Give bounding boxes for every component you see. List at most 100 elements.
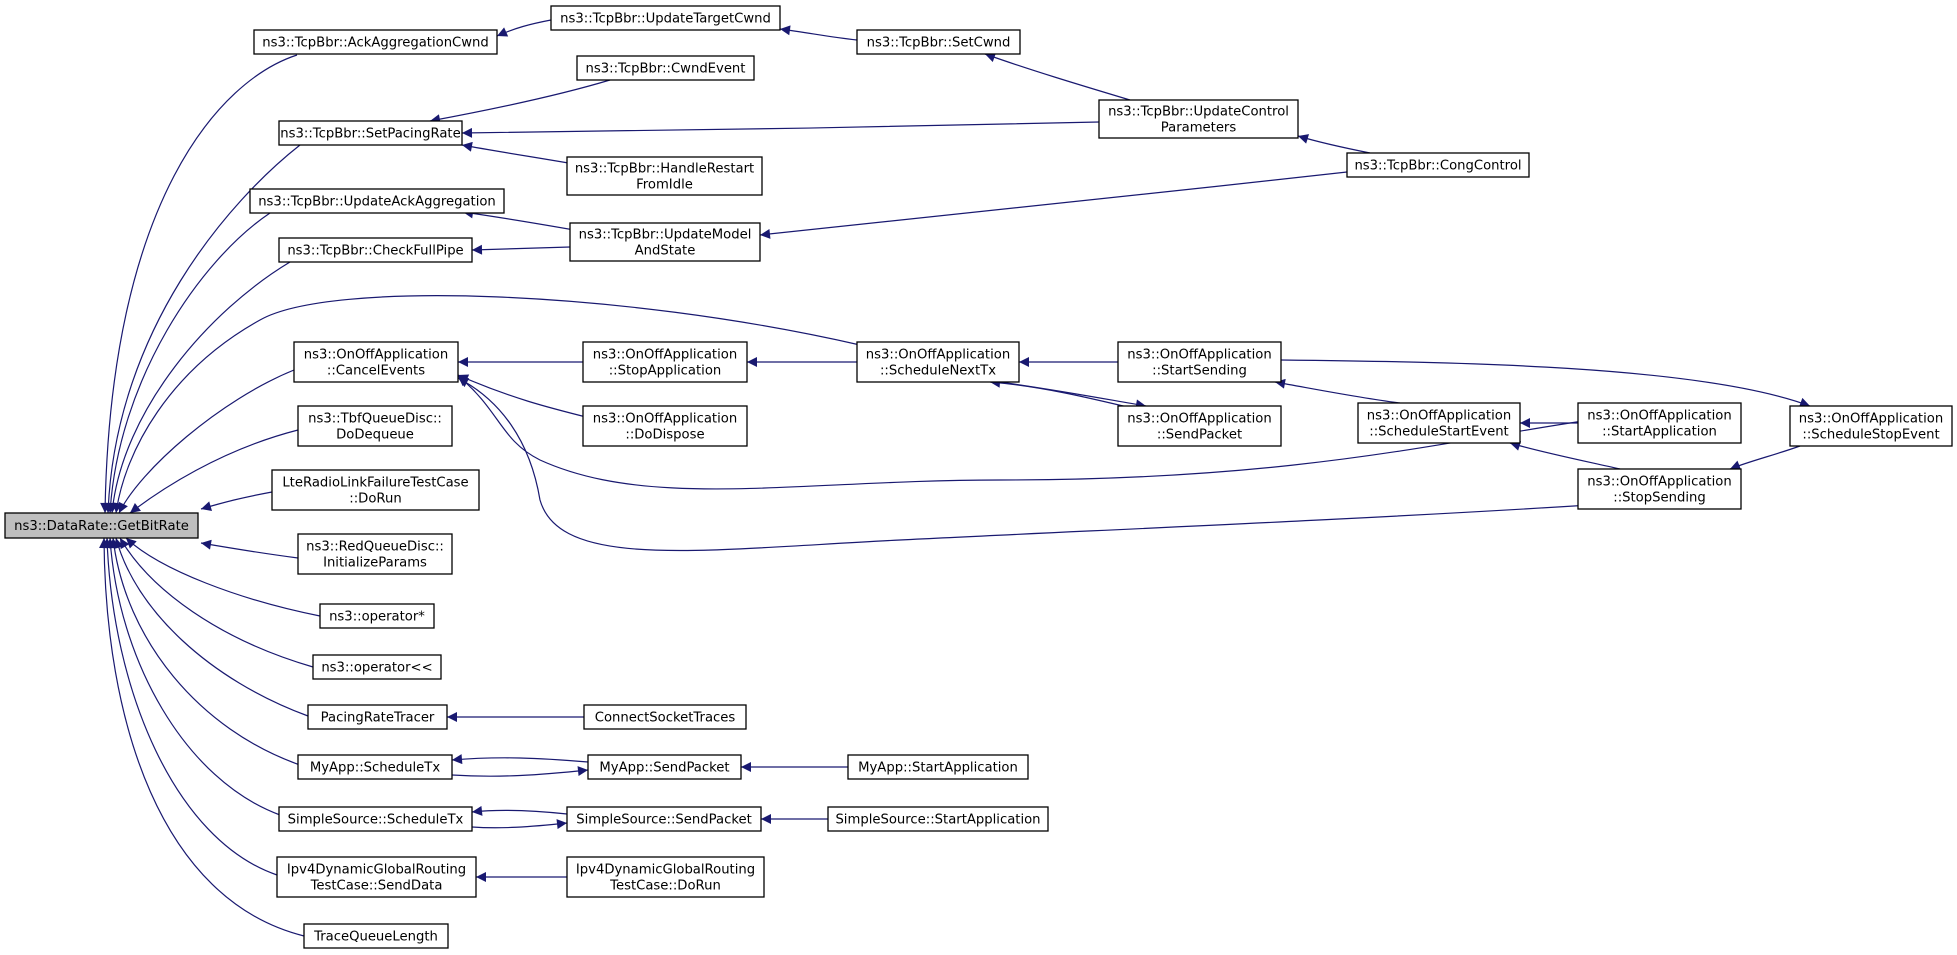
edge-updatecontrolparams-to-setpacingrate	[461, 121, 1100, 138]
node-label: ns3::OnOffApplication	[1127, 348, 1271, 363]
node-box	[1577, 468, 1742, 510]
edge-startapplication-to-canceleventss	[457, 375, 1591, 490]
edge-stopsending-to-canceleventss	[457, 377, 1591, 552]
node-label: ::StartApplication	[1602, 425, 1717, 440]
node-box	[307, 704, 448, 730]
node-canceleventss[interactable]: ns3::OnOffApplication::CancelEvents	[293, 341, 459, 383]
node-schedulenexttx[interactable]: ns3::OnOffApplication::ScheduleNextTx	[856, 341, 1020, 383]
edge-simplescheduletx-to-getbitrate	[105, 537, 281, 816]
node-label: ::DoDispose	[625, 428, 704, 443]
node-cwndevent[interactable]: ns3::TcpBbr::CwndEvent	[576, 55, 755, 81]
node-updateackagg[interactable]: ns3::TcpBbr::UpdateAckAggregation	[249, 188, 505, 214]
node-checkfullpipe[interactable]: ns3::TcpBbr::CheckFullPipe	[278, 237, 473, 263]
node-startapplication[interactable]: ns3::OnOffApplication::StartApplication	[1577, 402, 1742, 444]
node-label: MyApp::SendPacket	[599, 761, 729, 776]
node-opshift[interactable]: ns3::operator<<	[312, 654, 442, 680]
node-connectsockettraces[interactable]: ConnectSocketTraces	[583, 704, 747, 730]
node-label: LteRadioLinkFailureTestCase	[282, 476, 468, 491]
node-label: ns3::operator<<	[321, 661, 432, 676]
node-label: ns3::OnOffApplication	[593, 348, 737, 363]
node-box	[1357, 402, 1521, 444]
node-ipv4senddata[interactable]: Ipv4DynamicGlobalRoutingTestCase::SendDa…	[276, 856, 477, 898]
node-label: Ipv4DynamicGlobalRouting	[287, 863, 466, 878]
node-ackaggcwnd[interactable]: ns3::TcpBbr::AckAggregationCwnd	[253, 29, 498, 55]
edge-congcontrol-to-updatecontrolparams	[1297, 134, 1371, 154]
node-label: ::ScheduleNextTx	[880, 364, 996, 379]
node-box	[1789, 405, 1953, 447]
edge-schedulenexttx-to-getbitrate	[112, 295, 861, 514]
node-label: ns3::TcpBbr::UpdateTargetCwnd	[560, 12, 771, 27]
node-schedulestopevent[interactable]: ns3::OnOffApplication::ScheduleStopEvent	[1789, 405, 1953, 447]
node-label: ns3::RedQueueDisc::	[306, 540, 444, 555]
edge-schedulenexttx-to-sendpacket	[999, 381, 1147, 410]
node-box	[566, 806, 762, 832]
node-label: ::CancelEvents	[327, 364, 425, 379]
node-label: ns3::DataRate::GetBitRate	[14, 519, 189, 534]
edge-setcwnd-to-updatetargetcwnd	[779, 25, 858, 41]
node-setcwnd[interactable]: ns3::TcpBbr::SetCwnd	[856, 29, 1021, 55]
node-box	[582, 405, 748, 447]
node-label: ns3::TcpBbr::AckAggregationCwnd	[262, 36, 489, 51]
node-box	[278, 806, 473, 832]
node-label: Parameters	[1161, 121, 1237, 136]
node-stopsending[interactable]: ns3::OnOffApplication::StopSending	[1577, 468, 1742, 510]
node-stopapplication[interactable]: ns3::OnOffApplication::StopApplication	[582, 341, 748, 383]
node-simplesendpacket[interactable]: SimpleSource::SendPacket	[566, 806, 762, 832]
node-startsending[interactable]: ns3::OnOffApplication::StartSending	[1117, 341, 1282, 383]
node-label: SimpleSource::ScheduleTx	[288, 813, 464, 828]
node-box	[1117, 405, 1282, 447]
node-tracequeuelength[interactable]: TraceQueueLength	[303, 923, 449, 949]
node-opmul[interactable]: ns3::operator*	[319, 603, 435, 629]
edge-updatemodel-to-updateackagg	[462, 208, 581, 232]
edge-simplesendpacket-to-simplescheduletx	[471, 805, 568, 816]
node-box	[319, 603, 435, 629]
node-label: ns3::TcpBbr::SetPacingRate	[280, 127, 460, 142]
node-updatetargetcwnd[interactable]: ns3::TcpBbr::UpdateTargetCwnd	[550, 5, 781, 31]
node-redqueue[interactable]: ns3::RedQueueDisc::InitializeParams	[297, 533, 453, 575]
node-label: ::SendPacket	[1157, 428, 1242, 443]
node-simplestartapp[interactable]: SimpleSource::StartApplication	[827, 806, 1049, 832]
node-pacingratetracer[interactable]: PacingRateTracer	[307, 704, 448, 730]
node-label: ns3::OnOffApplication	[866, 348, 1010, 363]
node-myappscheduletx[interactable]: MyApp::ScheduleTx	[297, 754, 453, 780]
node-box	[587, 754, 742, 780]
node-setpacingrate[interactable]: ns3::TcpBbr::SetPacingRate	[278, 120, 463, 146]
node-label: ns3::TcpBbr::HandleRestart	[575, 162, 754, 177]
node-dodispose[interactable]: ns3::OnOffApplication::DoDispose	[582, 405, 748, 447]
node-box	[278, 237, 473, 263]
node-schedulestartevent[interactable]: ns3::OnOffApplication::ScheduleStartEven…	[1357, 402, 1521, 444]
node-box	[827, 806, 1049, 832]
node-label: ns3::TcpBbr::UpdateControl	[1108, 105, 1289, 120]
edge-schedulestopevent-to-stopsending	[1729, 445, 1801, 470]
edge-startsending-to-schedulestopevent	[1280, 359, 1811, 408]
edge-schedulestartevent-to-startsending	[1274, 378, 1401, 404]
node-myappstartapp[interactable]: MyApp::StartApplication	[847, 754, 1029, 780]
edge-myappscheduletx-to-myappsendpacket	[451, 766, 589, 777]
node-label: ns3::TcpBbr::CwndEvent	[586, 62, 746, 77]
edge-updatetargetcwnd-to-ackaggcwnd	[496, 19, 552, 37]
node-box	[303, 923, 449, 949]
edge-stopsending-to-schedulestartevent	[1509, 441, 1621, 470]
node-box	[297, 533, 453, 575]
edge-checkfullpipe-to-getbitrate	[107, 261, 291, 514]
node-lteradio[interactable]: LteRadioLinkFailureTestCase::DoRun	[271, 469, 480, 511]
node-box	[550, 5, 781, 31]
node-box	[4, 512, 199, 539]
node-box	[856, 29, 1021, 55]
node-congcontrol[interactable]: ns3::TcpBbr::CongControl	[1346, 152, 1530, 178]
node-label: ns3::operator*	[329, 610, 425, 625]
node-getbitrate[interactable]: ns3::DataRate::GetBitRate	[4, 512, 199, 539]
node-sendpacket[interactable]: ns3::OnOffApplication::SendPacket	[1117, 405, 1282, 447]
node-box	[847, 754, 1029, 780]
node-myappsendpacket[interactable]: MyApp::SendPacket	[587, 754, 742, 780]
node-box	[276, 856, 477, 898]
node-label: TestCase::SendData	[310, 879, 443, 894]
edges	[99, 19, 1811, 937]
node-tbfdequeue[interactable]: ns3::TbfQueueDisc::DoDequeue	[297, 405, 453, 447]
node-label: ns3::OnOffApplication	[593, 412, 737, 427]
node-simplescheduletx[interactable]: SimpleSource::ScheduleTx	[278, 806, 473, 832]
